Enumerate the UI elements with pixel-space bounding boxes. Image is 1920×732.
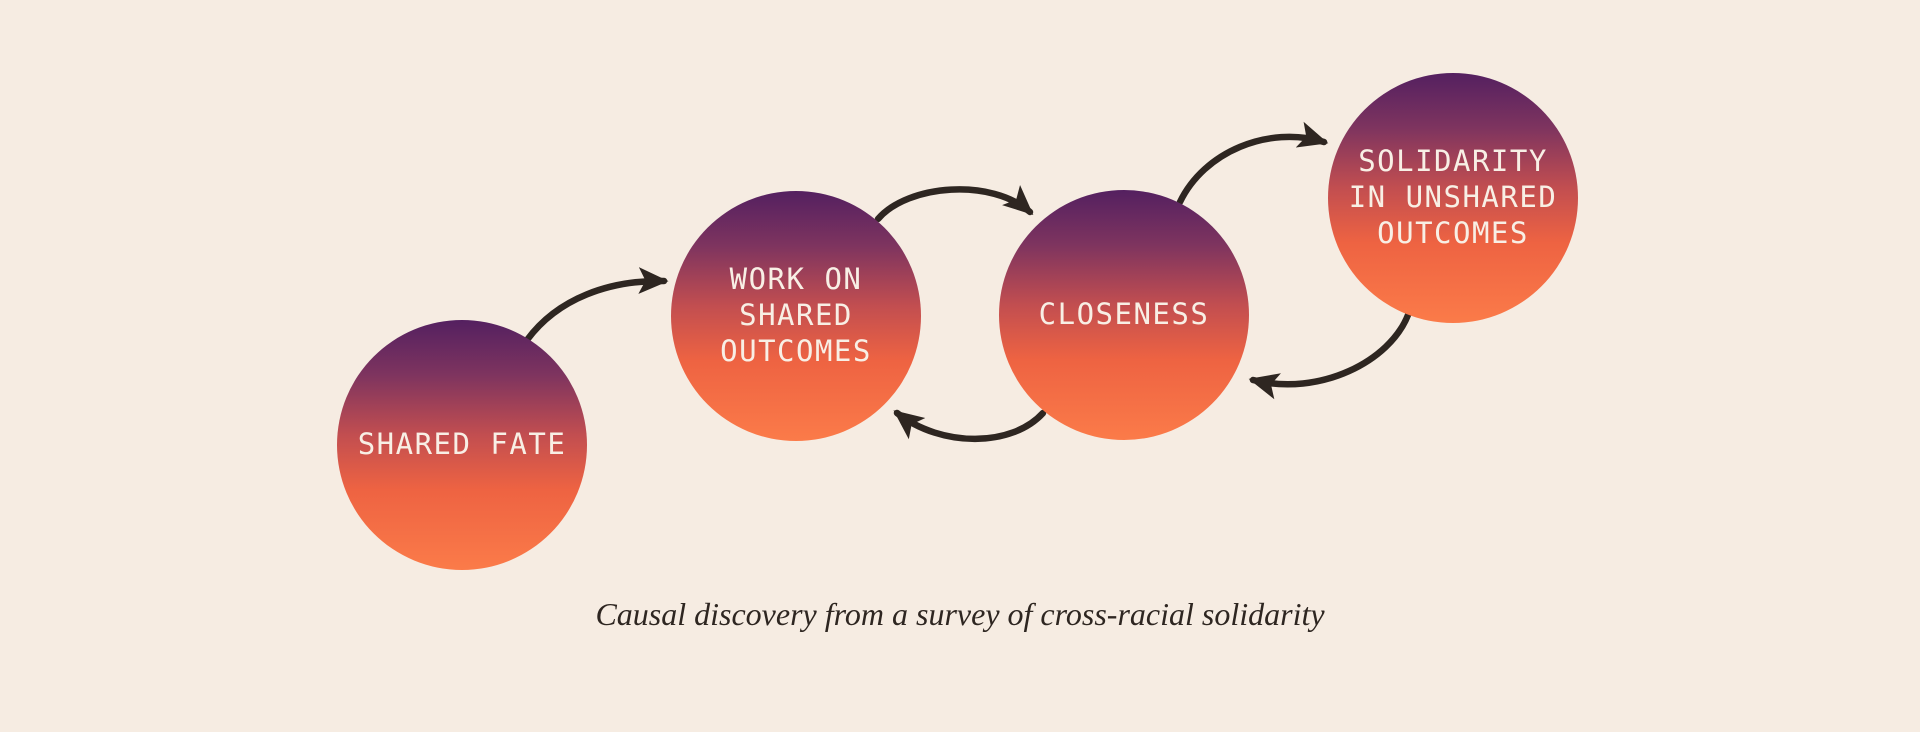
node-work-on-shared-outcomes: WORK ON SHARED OUTCOMES [671, 191, 921, 441]
node-shared-fate: SHARED FATE [337, 320, 587, 570]
node-shared-fate-label: SHARED FATE [357, 427, 567, 462]
node-closeness: CLOSENESS [999, 190, 1249, 440]
edge-solidarity-to-closeness-arrow [1248, 311, 1412, 400]
edge-work-to-closeness-arrow [874, 185, 1034, 223]
node-closeness-label: CLOSENESS [1038, 297, 1210, 332]
edge-shared-fate-to-work-arrow [523, 267, 669, 344]
caption-text: Causal discovery from a survey of cross-… [595, 596, 1325, 632]
node-solidarity-in-unshared-outcomes-label: SOLIDARITY IN UNSHARED OUTCOMES [1348, 144, 1558, 250]
node-solidarity-in-unshared-outcomes: SOLIDARITY IN UNSHARED OUTCOMES [1328, 73, 1578, 323]
edge-closeness-to-solidarity-arrow [1176, 121, 1329, 206]
edge-closeness-to-work-arrow [893, 409, 1047, 443]
node-work-on-shared-outcomes-label: WORK ON SHARED OUTCOMES [720, 262, 872, 368]
